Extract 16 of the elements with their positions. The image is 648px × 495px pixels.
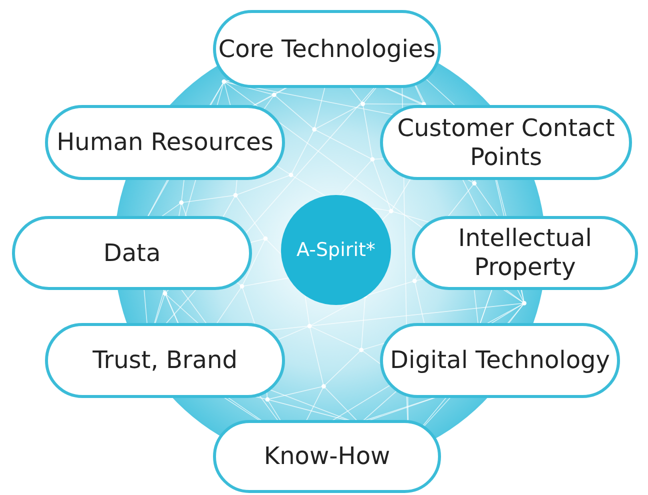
node-label: Digital Technology — [390, 346, 610, 375]
node-label: Human Resources — [56, 128, 274, 157]
node-label: Know-How — [264, 442, 390, 471]
topic-pill — [380, 105, 632, 180]
node-label: Intellectual Property — [457, 224, 593, 282]
topic-pill — [213, 420, 441, 493]
node-label: Core Technologies — [218, 34, 436, 64]
topic-pill — [12, 216, 252, 290]
topic-pill — [45, 105, 285, 180]
topic-pill — [412, 216, 638, 290]
node-label: A-Spirit* — [296, 239, 376, 261]
node-label: Data — [103, 238, 161, 268]
topic-pill — [45, 323, 285, 398]
topic-pill — [380, 323, 620, 398]
node-label: Trust, Brand — [92, 346, 238, 375]
node-label: Customer Contact Points — [396, 114, 616, 172]
